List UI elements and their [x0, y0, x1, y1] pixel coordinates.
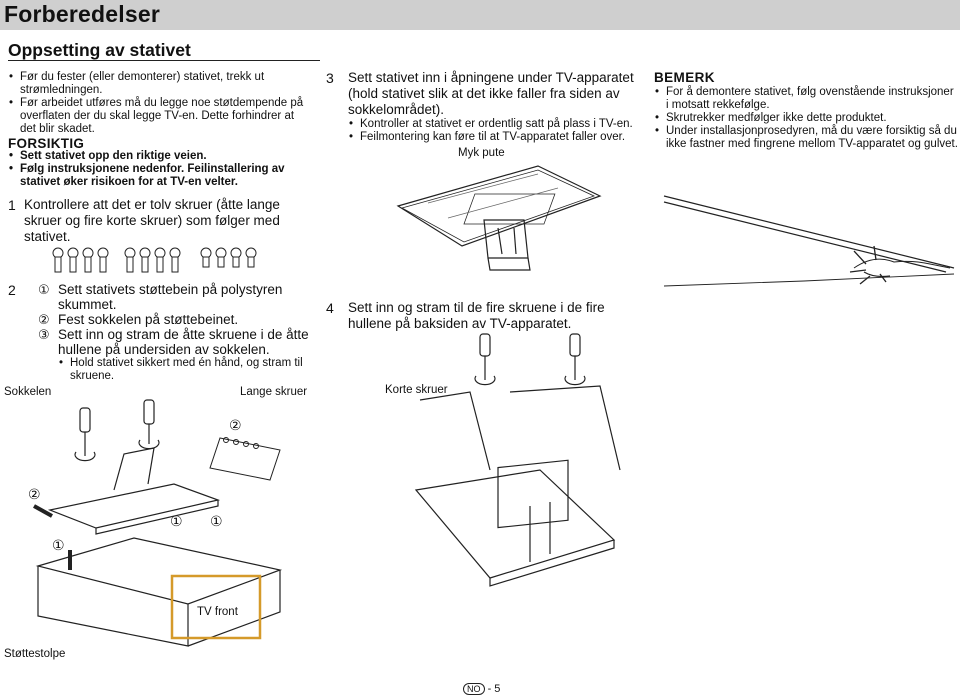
note-bullet: For å demontere stativet, følg ovenståen…: [654, 86, 958, 112]
label-tv-front: TV front: [197, 606, 238, 618]
caution-title: FORSIKTIG: [8, 136, 85, 151]
marker-2: ②: [229, 417, 242, 433]
marker-2: ②: [28, 486, 41, 502]
screwdriver-icon: [569, 333, 581, 380]
screws-illustration: [52, 247, 257, 273]
rotate-arrow-icon: [474, 375, 496, 386]
stand-assembly-illustration: [33, 399, 283, 647]
impact-star-icon: [849, 245, 887, 285]
tv-back-screw-illustration: [414, 333, 621, 587]
label-short-screws: Korte skruer: [385, 384, 448, 396]
marker-1: ①: [52, 537, 65, 553]
step-text: Sett inn og stram til de fire skruene i …: [348, 300, 605, 331]
tv-stand-insert-illustration: [396, 165, 602, 271]
intro-bullet: Før arbeidet utføres må du legge noe stø…: [8, 97, 308, 136]
section-divider: [8, 60, 320, 61]
rotate-arrow-icon: [74, 451, 96, 462]
step-number: 4: [326, 300, 334, 316]
note-block: For å demontere stativet, følg ovenståen…: [654, 86, 958, 151]
step-3-note: Feilmontering kan føre til at TV-apparat…: [348, 131, 648, 144]
step-number: 1: [8, 197, 16, 213]
step-3: 3 Sett stativet inn i åpningene under TV…: [326, 70, 648, 144]
screwdriver-icon: [143, 399, 155, 444]
label-soft-cushion: Myk pute: [458, 147, 505, 159]
finger-caution-illustration: [663, 195, 955, 287]
long-screw-group-a: [52, 247, 109, 273]
section-title: Oppsetting av stativet: [8, 40, 191, 60]
page-number: NO - 5: [463, 683, 500, 696]
step-number: 2: [8, 282, 16, 298]
step-4: 4 Sett inn og stram til de fire skruene …: [326, 300, 626, 340]
step-2-bullet: Hold stativet sikkert med én hånd, og st…: [58, 357, 316, 383]
label-long-screws: Lange skruer: [240, 386, 308, 398]
step-1: 1 Kontrollere att det er tolv skruer (åt…: [8, 197, 308, 245]
marker-1: ①: [170, 513, 183, 529]
screwdriver-icon: [479, 333, 491, 380]
tv-front-frame: [170, 574, 262, 640]
intro-block: Før du fester (eller demonterer) stative…: [8, 71, 308, 189]
rotate-arrow-icon: [564, 375, 586, 386]
caution-bullet: Sett stativet opp den riktige veien.: [8, 150, 308, 163]
header-band: [0, 0, 960, 30]
note-bullet: Under installasjonprosedyren, må du være…: [654, 125, 958, 151]
intro-bullet: Før du fester (eller demonterer) stative…: [8, 71, 308, 97]
note-title: BEMERK: [654, 70, 715, 85]
short-screw-group: [200, 247, 257, 268]
caution-bullet: Følg instruksjonene nedenfor. Feilinstal…: [8, 163, 308, 189]
long-screw-group-b: [124, 247, 181, 273]
note-bullet: Skrutrekker medfølger ikke dette produkt…: [654, 112, 958, 125]
step-3-bullet: Kontroller at stativet er ordentlig satt…: [348, 118, 648, 131]
marker-1: ①: [210, 513, 223, 529]
page-title: Forberedelser: [4, 1, 160, 27]
language-badge: NO: [463, 683, 485, 696]
step-number: 3: [326, 70, 334, 86]
label-support-post: Støttestolpe: [4, 648, 66, 660]
step-text: Sett stativet inn i åpningene under TV-a…: [348, 70, 634, 117]
label-base: Sokkelen: [4, 386, 52, 398]
screwdriver-icon: [79, 407, 91, 456]
step-text: Kontrollere att det er tolv skruer (åtte…: [24, 197, 280, 244]
